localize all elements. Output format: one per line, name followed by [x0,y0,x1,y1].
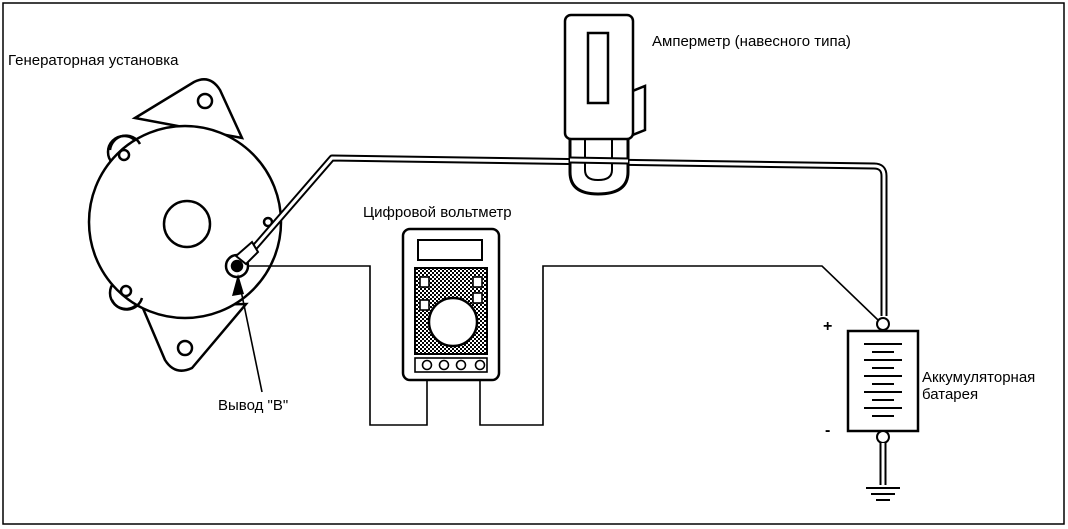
generator-top-mount [131,78,245,140]
terminal-b-label: Вывод "В" [218,397,289,414]
ammeter-display [586,31,610,105]
battery-label-line1: Аккумуляторная [922,369,1036,386]
voltmeter-jack-2 [438,359,450,371]
generator-bottom-mount [140,302,249,372]
cable-lug [234,240,260,266]
terminal-b-pointer-arrowhead [232,274,244,296]
battery-minus-sign: - [825,422,831,439]
terminal-b-pointer-line [237,275,263,393]
voltmeter-lead-battery [479,265,879,426]
generator-left-ear-hole-bottom [119,284,133,298]
battery-negative-terminal [876,430,890,444]
voltmeter-display [417,239,483,261]
voltmeter-label: Цифровой вольтметр [363,204,512,221]
ground-symbol [866,487,900,501]
voltmeter-jack-4 [474,359,486,371]
ammeter-clamp-jaw [568,138,630,196]
generator-left-ear-hole-top [117,148,131,162]
digital-voltmeter [401,227,501,382]
main-cable-inner [245,156,886,316]
generator-label: Генераторная установка [8,52,179,69]
voltmeter-button-3 [472,292,483,304]
generator-top-mount-hole [196,92,214,110]
battery-cells [864,343,902,417]
generator-bottom-mount-hole [176,339,194,357]
battery-plus-sign: + [823,318,833,335]
voltmeter-jack-strip [414,357,488,373]
battery-label-line2: батарея [922,386,979,403]
clamp-ammeter [563,13,647,196]
voltmeter-button-4 [419,299,430,311]
battery [846,317,920,444]
ammeter-label: Амперметр (навесного типа) [652,33,851,50]
voltmeter-button-1 [419,276,430,288]
voltmeter-lead-generator [248,265,428,426]
voltmeter-jack-3 [455,359,467,371]
generator-shaft [162,199,212,249]
voltmeter-jack-1 [421,359,433,371]
voltmeter-selector-dial [427,296,479,348]
voltmeter-button-2 [472,276,483,288]
battery-positive-terminal [876,317,890,331]
main-cable-outer [244,154,888,316]
